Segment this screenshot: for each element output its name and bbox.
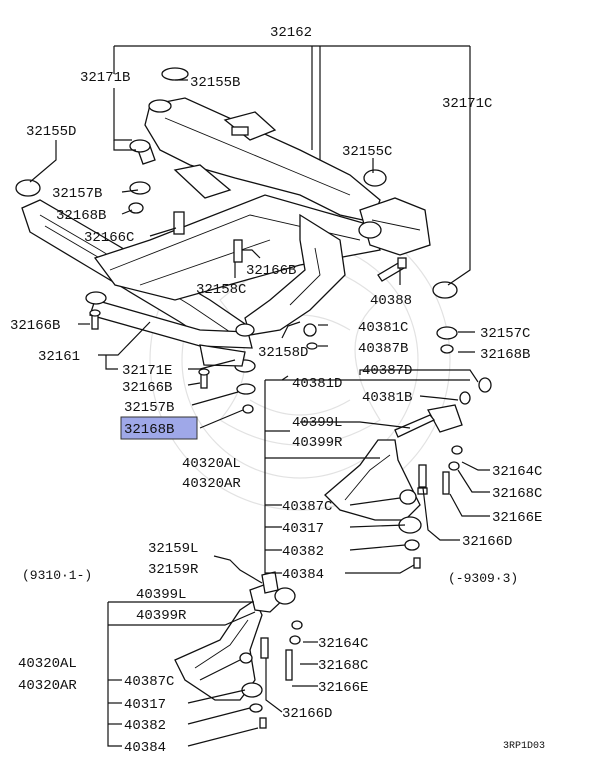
date-range-right: (-9309·3) [448, 571, 518, 586]
label-40320AL[interactable]: 40320AL [182, 456, 241, 472]
label-40388[interactable]: 40388 [370, 293, 412, 309]
label-40381C[interactable]: 40381C [358, 320, 408, 336]
label-40387B[interactable]: 40387B [358, 341, 408, 357]
label-40317-bottom[interactable]: 40317 [124, 697, 166, 713]
label-32161[interactable]: 32161 [38, 349, 80, 365]
label-32168B-right[interactable]: 32168B [480, 347, 530, 363]
label-32162[interactable]: 32162 [270, 25, 312, 41]
label-40317[interactable]: 40317 [282, 521, 324, 537]
label-32164C-bottom[interactable]: 32164C [318, 636, 368, 652]
label-32166D[interactable]: 32166D [462, 534, 512, 550]
label-32155C[interactable]: 32155C [342, 144, 392, 160]
label-32168C-bottom[interactable]: 32168C [318, 658, 368, 674]
label-32158C[interactable]: 32158C [196, 282, 246, 298]
label-40320AR[interactable]: 40320AR [182, 476, 241, 492]
label-32159R[interactable]: 32159R [148, 562, 199, 578]
label-40384[interactable]: 40384 [282, 567, 324, 583]
label-40387D[interactable]: 40387D [362, 363, 412, 379]
lower-arm-bottom-group [174, 571, 303, 729]
label-40381B[interactable]: 40381B [362, 390, 412, 406]
label-32166B-top[interactable]: 32166B [246, 263, 296, 279]
label-40387C-bottom[interactable]: 40387C [124, 674, 174, 690]
label-32155D[interactable]: 32155D [26, 124, 76, 140]
label-32158D[interactable]: 32158D [258, 345, 308, 361]
label-40384-bottom[interactable]: 40384 [124, 740, 166, 756]
crossmember-assembly [15, 67, 458, 414]
label-32168B-selected[interactable]: 32168B [124, 422, 174, 438]
label-32157C[interactable]: 32157C [480, 326, 530, 342]
label-32171C[interactable]: 32171C [442, 96, 492, 112]
label-32166D-bottom[interactable]: 32166D [282, 706, 332, 722]
label-32155B[interactable]: 32155B [190, 75, 240, 91]
label-32157B-top[interactable]: 32157B [52, 186, 102, 202]
label-32171E[interactable]: 32171E [122, 363, 172, 379]
label-40399L-bottom[interactable]: 40399L [136, 587, 186, 603]
label-32166C[interactable]: 32166C [84, 230, 134, 246]
label-40381D[interactable]: 40381D [292, 376, 342, 392]
label-32166E-bottom[interactable]: 32166E [318, 680, 368, 696]
label-40399R-bottom[interactable]: 40399R [136, 608, 187, 624]
label-32159L[interactable]: 32159L [148, 541, 198, 557]
label-32168B-top[interactable]: 32168B [56, 208, 106, 224]
label-40387C[interactable]: 40387C [282, 499, 332, 515]
date-range-left: (9310·1-) [22, 568, 92, 583]
label-32171B[interactable]: 32171B [80, 70, 130, 86]
label-40399L[interactable]: 40399L [292, 415, 342, 431]
label-32166B-left[interactable]: 32166B [10, 318, 60, 334]
label-40382[interactable]: 40382 [282, 544, 324, 560]
label-40382-bottom[interactable]: 40382 [124, 718, 166, 734]
label-32166B-mid[interactable]: 32166B [122, 380, 172, 396]
label-40320AL-bottom[interactable]: 40320AL [18, 656, 77, 672]
label-40399R[interactable]: 40399R [292, 435, 343, 451]
label-40320AR-bottom[interactable]: 40320AR [18, 678, 77, 694]
part-labels[interactable]: 32162 32171B 32155B 32171C 32155D 32155C… [10, 25, 545, 756]
label-32157B-mid[interactable]: 32157B [124, 400, 174, 416]
leader-lines [29, 45, 490, 747]
label-32164C[interactable]: 32164C [492, 464, 542, 480]
label-32166E[interactable]: 32166E [492, 510, 542, 526]
selected-part-highlight [120, 416, 198, 440]
diagram-code: 3RP1D03 [503, 741, 545, 752]
label-32168C[interactable]: 32168C [492, 486, 542, 502]
